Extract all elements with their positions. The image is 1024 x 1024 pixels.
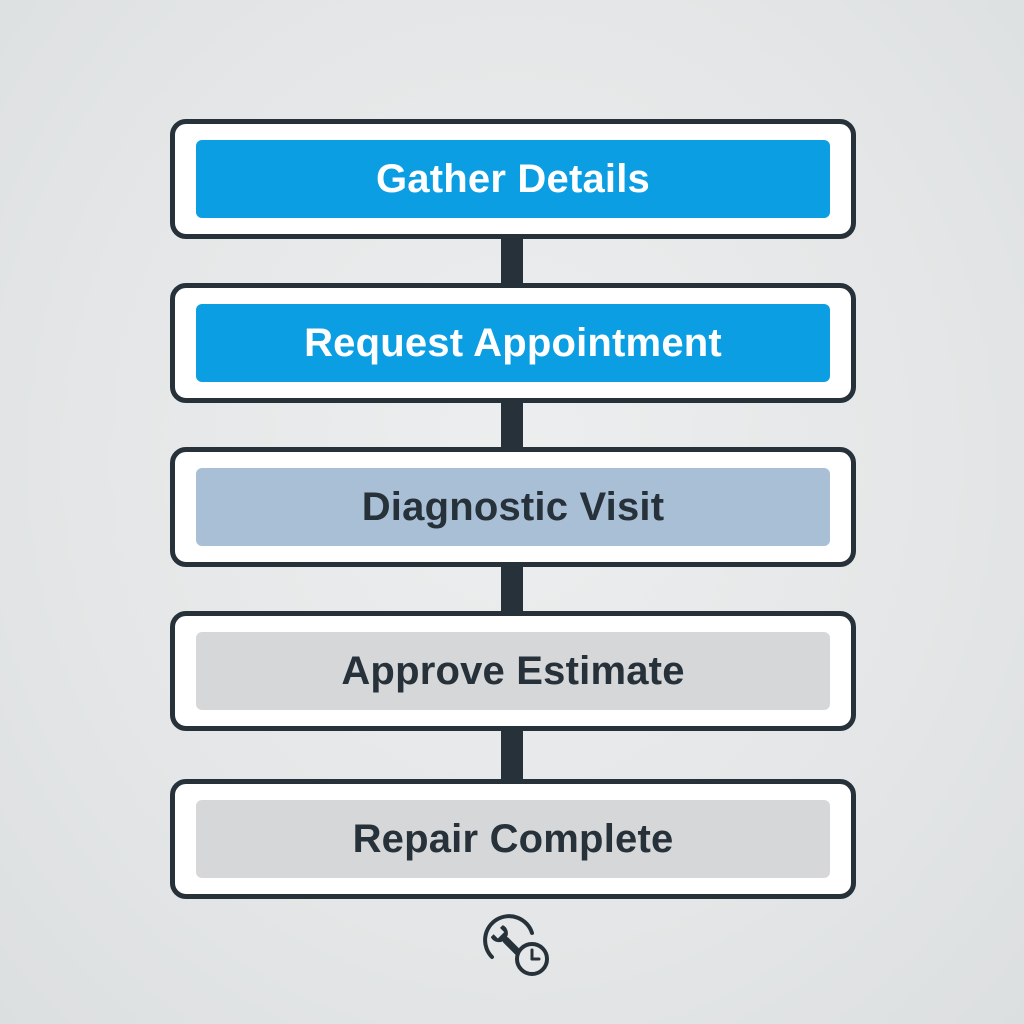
connector-2-3 <box>501 400 523 452</box>
step-approve-estimate: Approve Estimate <box>170 611 856 731</box>
step-label: Approve Estimate <box>341 648 685 693</box>
step-fill: Approve Estimate <box>196 632 830 710</box>
step-label: Request Appointment <box>304 320 722 365</box>
step-fill: Diagnostic Visit <box>196 468 830 546</box>
step-fill: Request Appointment <box>196 304 830 382</box>
connector-3-4 <box>501 564 523 616</box>
connector-1-2 <box>501 236 523 288</box>
connector-4-5 <box>501 728 523 780</box>
step-fill: Repair Complete <box>196 800 830 878</box>
step-label: Diagnostic Visit <box>361 484 665 529</box>
step-label: Repair Complete <box>352 816 674 861</box>
step-gather-details: Gather Details <box>170 119 856 239</box>
step-label: Gather Details <box>375 156 650 201</box>
step-diagnostic-visit: Diagnostic Visit <box>170 447 856 567</box>
step-repair-complete: Repair Complete <box>170 779 856 899</box>
step-fill: Gather Details <box>196 140 830 218</box>
wrench-clock-icon <box>482 913 552 979</box>
step-request-appointment: Request Appointment <box>170 283 856 403</box>
